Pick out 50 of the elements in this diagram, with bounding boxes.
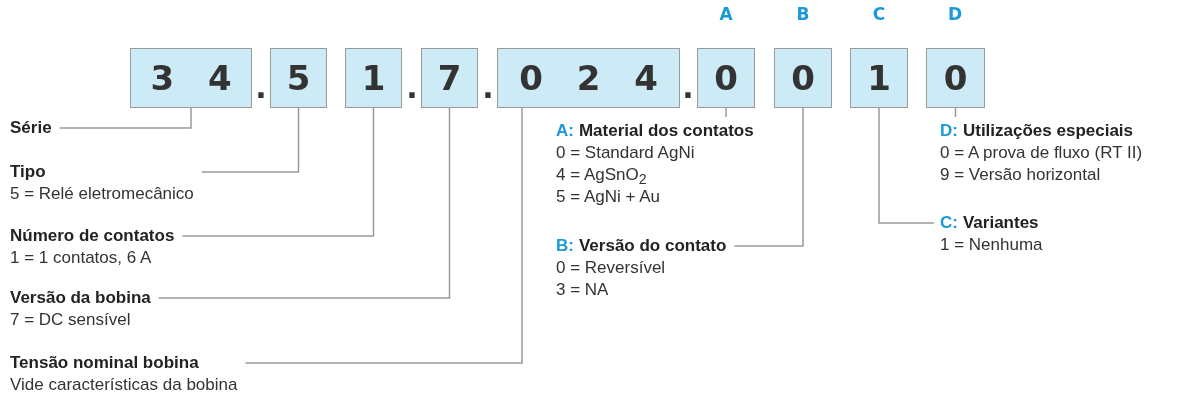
key-letter: D: bbox=[940, 120, 958, 142]
position-letter: D bbox=[947, 6, 963, 23]
leader-line bbox=[58, 107, 192, 129]
option-text: 0 = Standard AgNi bbox=[556, 142, 696, 164]
key-letter: C: bbox=[940, 212, 958, 234]
field-heading: Versão do contato bbox=[578, 235, 727, 257]
leader-line bbox=[878, 107, 935, 224]
separator-dot: . bbox=[682, 73, 694, 103]
code-digit-box: 0 bbox=[774, 48, 832, 108]
field-heading: Utilizações especiais bbox=[962, 120, 1134, 142]
option-text: 0 = Reversível bbox=[556, 257, 667, 279]
leader-line bbox=[181, 107, 375, 237]
option-text: 4 = AgSnO$_{2}$ bbox=[556, 164, 648, 186]
position-letter: C bbox=[872, 6, 886, 23]
option-text: 1 = 1 contatos, 6 A bbox=[10, 247, 153, 269]
leader-line bbox=[733, 107, 804, 247]
code-digit-box: 7 bbox=[421, 48, 478, 108]
separator-dot: . bbox=[406, 73, 418, 103]
leader-line bbox=[158, 107, 451, 299]
separator-dot: . bbox=[255, 73, 267, 103]
option-text: 3 = NA bbox=[556, 279, 610, 301]
field-heading: Série bbox=[10, 117, 52, 139]
code-digit-box: 0 2 4 bbox=[497, 48, 680, 108]
code-digit-box: 1 bbox=[345, 48, 402, 108]
option-text: 1 = Nenhuma bbox=[940, 234, 1043, 256]
field-heading: Tensão nominal bobina bbox=[10, 352, 199, 374]
key-letter: A: bbox=[556, 120, 574, 142]
code-digit-box: 0 bbox=[697, 48, 755, 108]
position-letter: A bbox=[719, 6, 733, 23]
position-letter: B bbox=[796, 6, 810, 23]
leader-line bbox=[244, 107, 523, 364]
leader-line bbox=[725, 107, 727, 118]
field-heading: Material dos contatos bbox=[578, 120, 754, 142]
field-heading: Versão da bobina bbox=[10, 287, 151, 309]
option-text: Vide características da bobina bbox=[10, 374, 238, 396]
key-letter: B: bbox=[556, 235, 574, 257]
field-heading: Número de contatos bbox=[10, 225, 175, 247]
code-digit-box: 0 bbox=[926, 48, 985, 108]
option-text: 0 = A prova de fluxo (RT II) bbox=[940, 142, 1143, 164]
separator-dot: . bbox=[482, 73, 494, 103]
leader-line bbox=[201, 107, 300, 173]
field-heading: Tipo bbox=[10, 161, 46, 183]
option-text: 9 = Versão horizontal bbox=[940, 164, 1102, 186]
code-digit-box: 1 bbox=[850, 48, 908, 108]
option-text: 7 = DC sensível bbox=[10, 309, 132, 331]
option-text: 5 = Relé eletromecânico bbox=[10, 183, 194, 205]
code-digit-box: 3 4 bbox=[130, 48, 252, 108]
code-digit-box: 5 bbox=[270, 48, 327, 108]
field-heading: Variantes bbox=[962, 212, 1039, 234]
option-text: 5 = AgNi + Au bbox=[556, 186, 661, 208]
